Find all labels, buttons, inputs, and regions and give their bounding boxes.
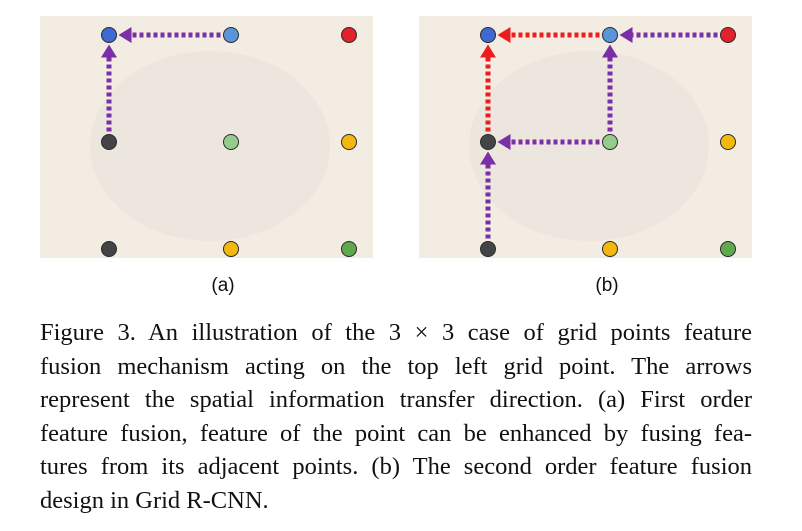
grid-point [720, 27, 736, 43]
grid-point [602, 134, 618, 150]
grid-point [341, 27, 357, 43]
grid-diagram-b [469, 27, 736, 257]
grid-point [223, 241, 239, 257]
figure-panel-a [40, 16, 373, 258]
transfer-arrow [101, 44, 117, 132]
figure-panel-b [419, 16, 752, 258]
photo-backdrop [90, 51, 330, 241]
transfer-arrow [497, 27, 600, 43]
grid-diagram-a [90, 27, 357, 257]
grid-point [480, 134, 496, 150]
grid-point [720, 134, 736, 150]
grid-point [480, 241, 496, 257]
grid-point [223, 134, 239, 150]
grid-point [602, 27, 618, 43]
transfer-arrow [480, 44, 496, 132]
transfer-arrow [619, 27, 718, 43]
caption-line: feature fusion, feature of the point can… [40, 419, 752, 447]
grid-point [341, 134, 357, 150]
transfer-arrow [602, 44, 618, 132]
transfer-arrow [480, 151, 496, 239]
figure-caption: Figure 3. An illustration of the 3 × 3 c… [40, 316, 752, 517]
panel-a-label: (a) [211, 275, 235, 296]
grid-point [101, 134, 117, 150]
grid-point [720, 241, 736, 257]
grid-point [101, 27, 117, 43]
photo-backdrop [469, 51, 709, 241]
grid-point [480, 27, 496, 43]
caption-line: fusion mechanism acting on the top left … [40, 352, 752, 380]
transfer-arrow [118, 27, 221, 43]
transfer-arrow [497, 134, 600, 150]
grid-point [101, 241, 117, 257]
panel-b-label: (b) [595, 275, 619, 296]
grid-point [223, 27, 239, 43]
caption-line: design in Grid R-CNN. [40, 486, 269, 514]
caption-line: represent the spatial information transf… [40, 386, 752, 413]
caption-line: tures from its adjacent points. (b) The … [40, 453, 752, 480]
caption-line: Figure 3. An illustration of the 3 × 3 c… [40, 319, 752, 346]
grid-point [341, 241, 357, 257]
grid-point [602, 241, 618, 257]
